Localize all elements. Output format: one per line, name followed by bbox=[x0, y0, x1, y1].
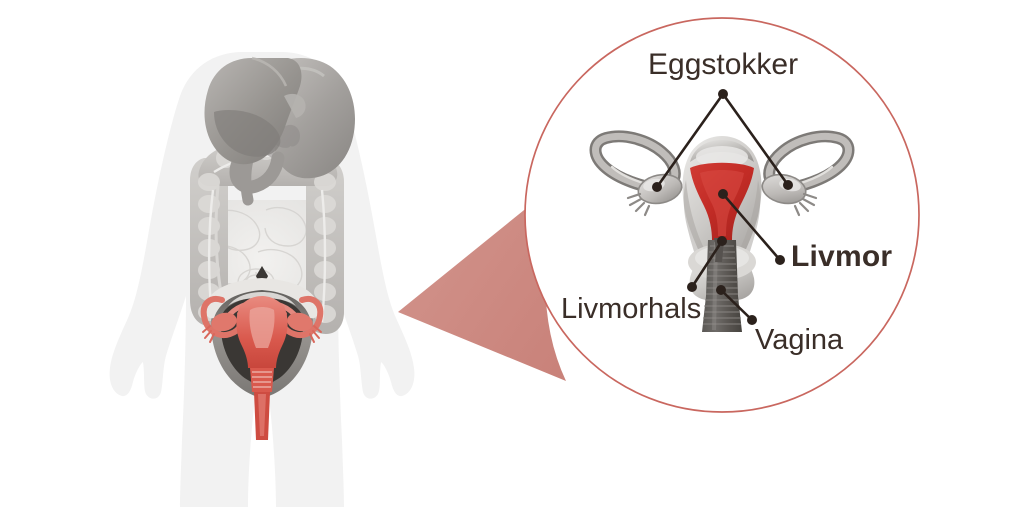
leader-dots bbox=[652, 89, 793, 325]
label-eggstokker: Eggstokker bbox=[648, 48, 799, 81]
uterus-diagram bbox=[589, 130, 855, 332]
dot-livmor-origin bbox=[718, 189, 728, 199]
label-vagina: Vagina bbox=[755, 324, 844, 356]
fimbriae-left bbox=[626, 192, 651, 217]
dot-livmor-end bbox=[775, 255, 785, 265]
fimbriae-right bbox=[793, 192, 818, 217]
zoom-wedge bbox=[398, 181, 566, 381]
dot-livmorhals-end bbox=[687, 282, 697, 292]
leader-vagina bbox=[719, 288, 754, 322]
leader-eggstokker-left bbox=[655, 92, 725, 189]
dot-ovary-right bbox=[783, 180, 793, 190]
uterus-in-body bbox=[200, 296, 324, 440]
label-livmorhals: Livmorhals bbox=[561, 293, 702, 325]
leader-lines bbox=[655, 92, 790, 322]
leader-livmorhals bbox=[690, 239, 724, 289]
dot-ovary-left bbox=[652, 182, 662, 192]
dot-vagina-origin bbox=[716, 285, 726, 295]
leader-livmor bbox=[721, 192, 782, 262]
label-livmor: Livmor bbox=[791, 240, 893, 273]
liver bbox=[204, 56, 306, 165]
dot-eggstokker-apex bbox=[718, 89, 728, 99]
body-panel bbox=[109, 52, 415, 507]
dot-vagina-end bbox=[747, 315, 757, 325]
leader-eggstokker-right bbox=[721, 92, 790, 187]
dot-livmorhals-origin bbox=[717, 236, 727, 246]
